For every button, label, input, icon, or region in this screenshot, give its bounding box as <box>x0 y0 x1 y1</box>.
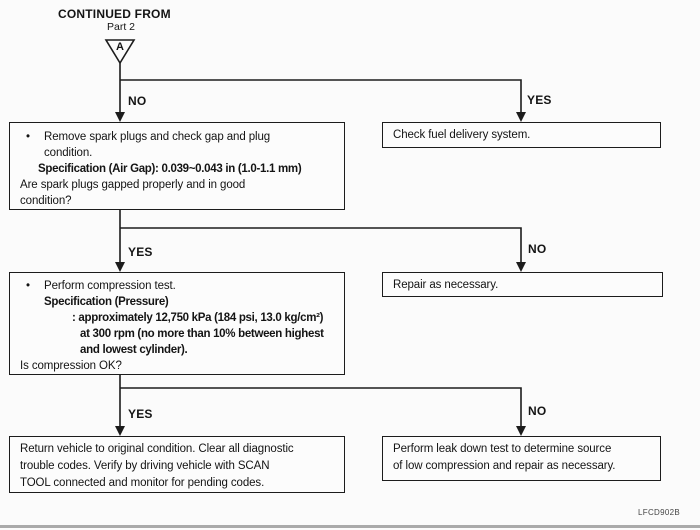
page-edge-divider <box>0 525 700 528</box>
return-vehicle-text: Return vehicle to original condition. Cl… <box>20 443 294 489</box>
branch1-yes-label: YES <box>527 93 552 107</box>
spark-plug-question-text: Are spark plugs gapped properly and in g… <box>20 179 246 207</box>
arrow-down-icon <box>516 426 526 436</box>
continued-from-part: Part 2 <box>106 21 135 33</box>
connector-triangle-icon <box>104 39 136 65</box>
pressure-spec-line-2: at 300 rpm (no more than 10% between hig… <box>80 328 324 340</box>
repair-as-necessary-box: Repair as necessary. <box>382 272 663 297</box>
compression-action-text: Perform compression test. <box>44 280 176 292</box>
leak-down-test-box: Perform leak down test to determine sour… <box>382 436 661 481</box>
arrow-down-icon <box>115 112 125 122</box>
branch3-yes-label: YES <box>128 407 153 421</box>
bullet-icon: • <box>26 280 30 292</box>
arrow-down-icon <box>516 112 526 122</box>
branch2-yes-label: YES <box>128 245 153 259</box>
spark-plug-check-box: • Remove spark plugs and check gap and p… <box>9 122 345 210</box>
spark-plug-action-row: • Remove spark plugs and check gap and p… <box>10 129 338 161</box>
flow-lines <box>104 39 522 427</box>
repair-as-necessary-text: Repair as necessary. <box>393 278 499 291</box>
leak-down-test-text: Perform leak down test to determine sour… <box>393 443 616 472</box>
continued-from-title: CONTINUED FROM <box>58 7 171 21</box>
compression-test-box: • Perform compression test. Specificatio… <box>9 272 345 375</box>
branch3-no-label: NO <box>528 404 547 418</box>
compression-action-row: • Perform compression test. <box>10 278 338 294</box>
check-fuel-delivery-box: Check fuel delivery system. <box>382 122 661 148</box>
spark-plug-action-text: Remove spark plugs and check gap and plu… <box>44 131 271 159</box>
pressure-spec-line-1: : approximately 12,750 kPa (184 psi, 13.… <box>72 312 324 324</box>
bullet-icon: • <box>26 131 30 143</box>
branch1-no-label: NO <box>128 94 147 108</box>
arrow-down-icon <box>115 262 125 272</box>
compression-question-text: Is compression OK? <box>20 360 122 372</box>
arrowhead-icons <box>115 112 526 436</box>
pressure-spec-title: Specification (Pressure) <box>44 296 169 308</box>
check-fuel-delivery-text: Check fuel delivery system. <box>393 129 531 141</box>
arrow-down-icon <box>115 426 125 436</box>
pressure-spec-line-3: and lowest cylinder). <box>80 344 188 356</box>
branch2-no-label: NO <box>528 242 547 256</box>
return-vehicle-box: Return vehicle to original condition. Cl… <box>9 436 345 493</box>
figure-code: LFCD902B <box>638 508 680 517</box>
connector-a-label: A <box>116 41 124 53</box>
arrow-down-icon <box>516 262 526 272</box>
air-gap-spec-text: Specification (Air Gap): 0.039~0.043 in … <box>38 163 302 175</box>
